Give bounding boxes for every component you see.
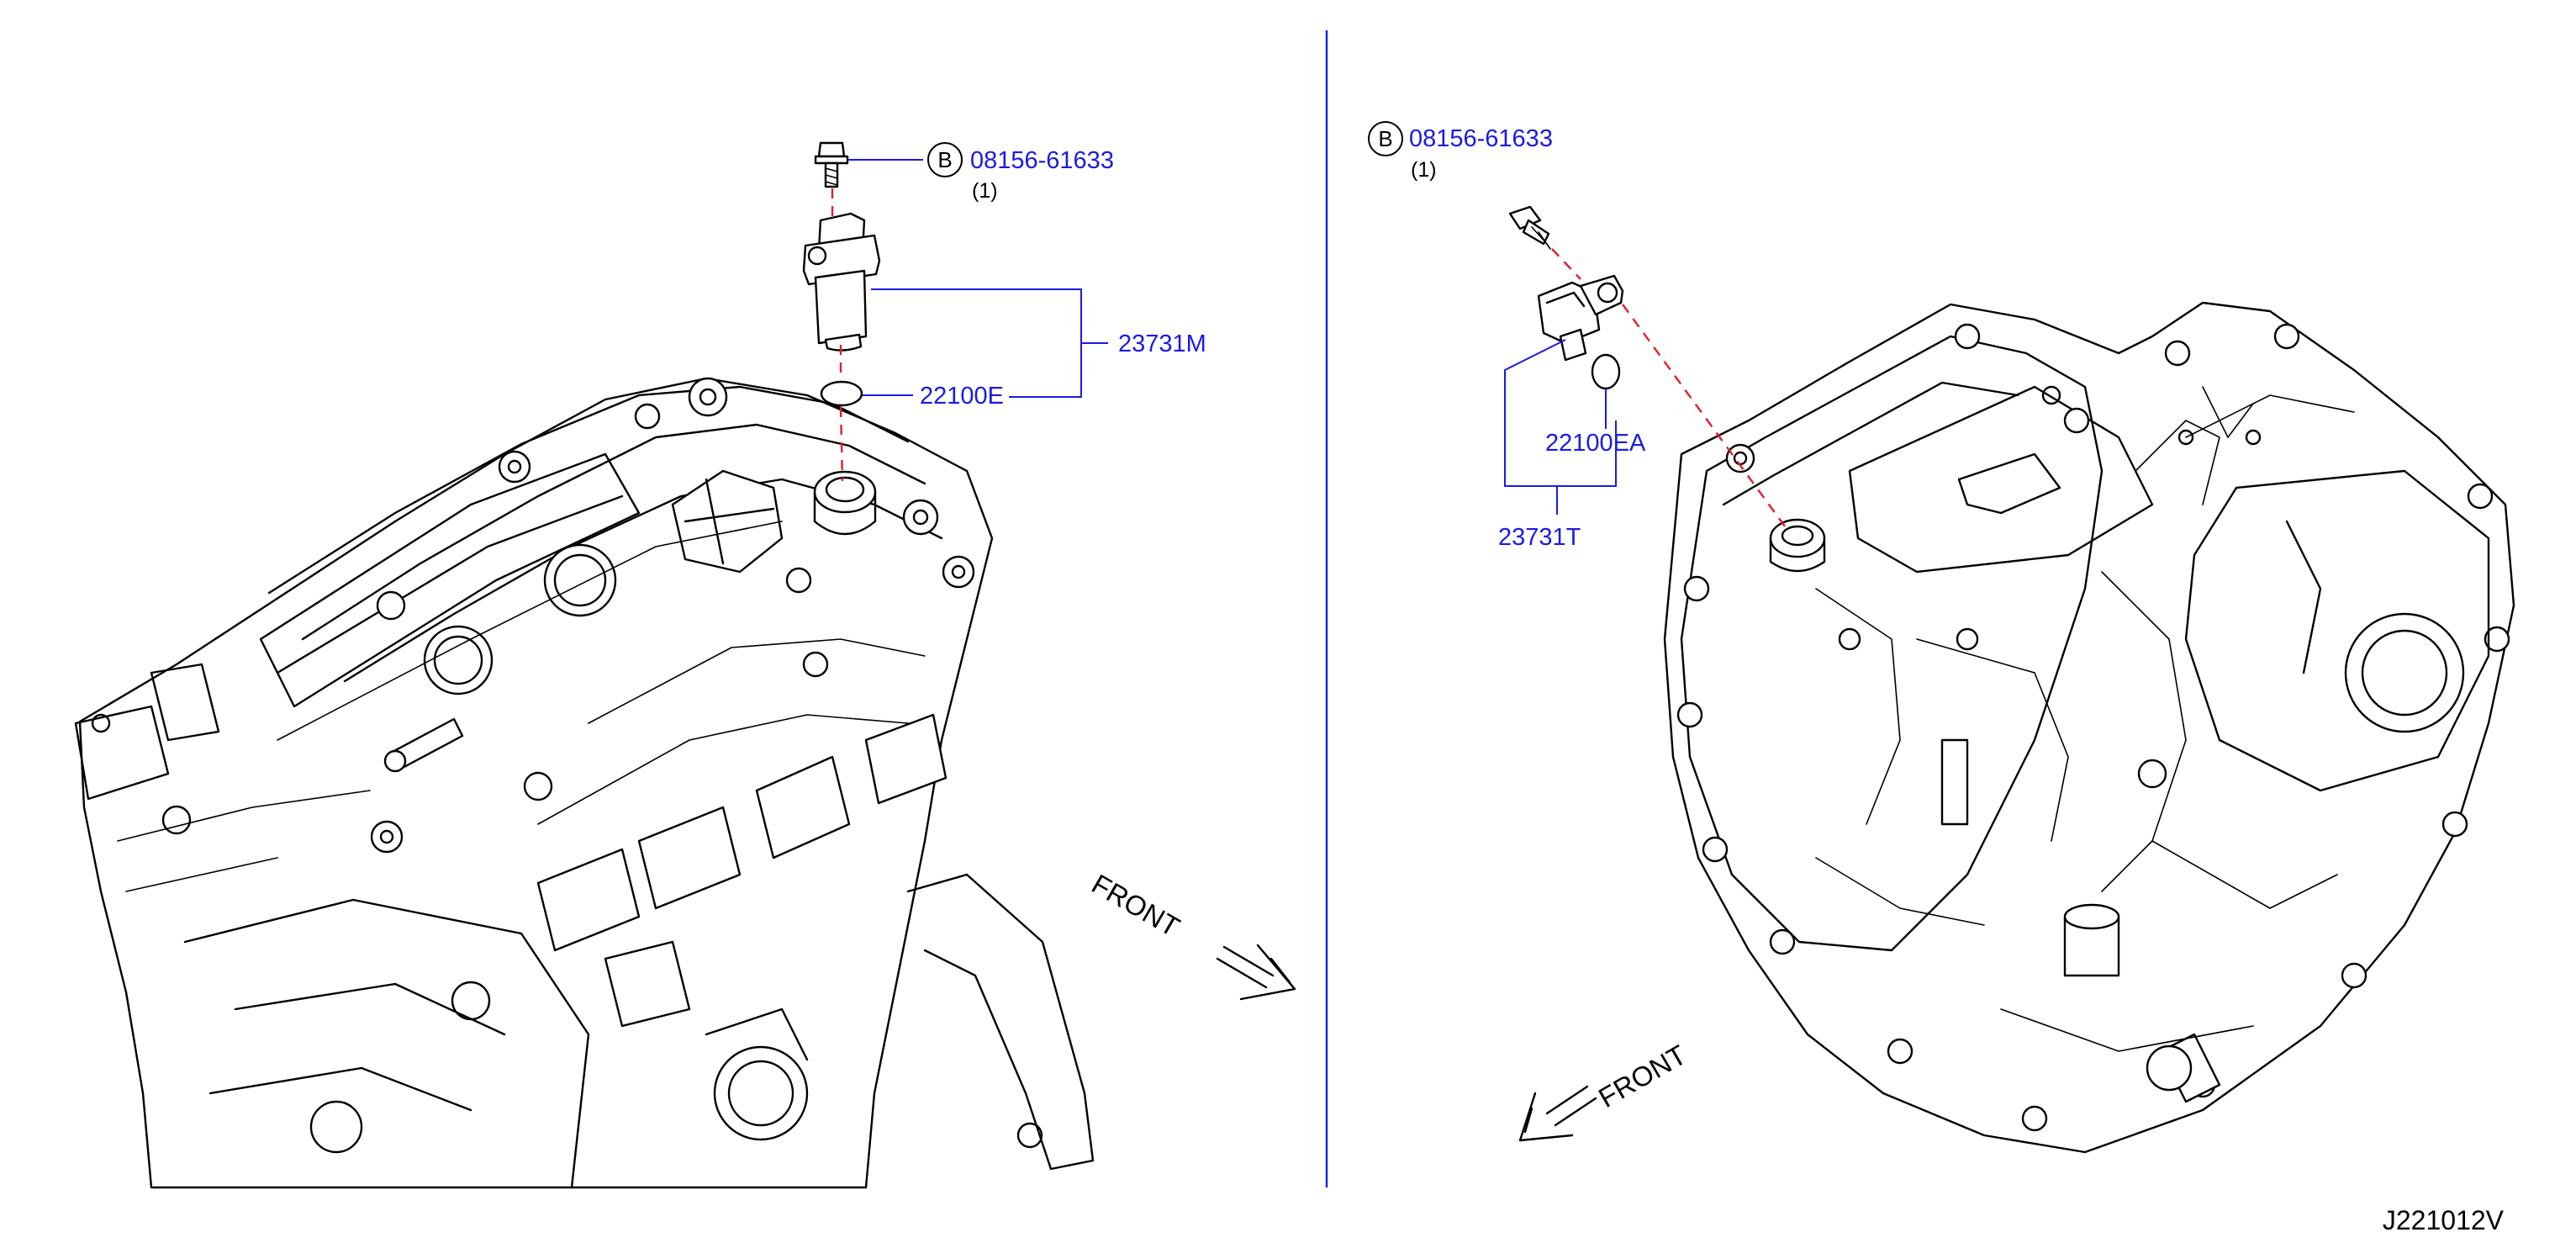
transmission-illustration: [1663, 301, 2515, 1154]
bolt-quantity: (1): [972, 179, 998, 203]
o-ring-part-number: 22100E: [920, 383, 1004, 410]
left-panel: B 08156-61633 (1) 23731M 22100E FRONT: [74, 141, 1296, 1189]
front-direction-indicator: FRONT: [1518, 1039, 1692, 1142]
left-leader-lines: [847, 159, 1108, 398]
right-leader-lines: [1504, 339, 1617, 515]
bolt-marker-badge: B: [937, 147, 952, 172]
sensor-part-number: 23731M: [1118, 331, 1206, 357]
left-bolt-callout: B 08156-61633 (1): [927, 142, 1114, 203]
front-label: FRONT: [1593, 1039, 1692, 1113]
bolt-part-number: 08156-61633: [970, 147, 1114, 174]
front-arrow-icon: [1216, 944, 1296, 1001]
install-path-line: [831, 188, 844, 482]
right-bolt-callout: B 08156-61633 (1): [1368, 121, 1553, 182]
front-arrow-icon: [1518, 1085, 1597, 1142]
sensor-part-number: 23731T: [1498, 524, 1581, 551]
speed-sensor-icon: [1537, 274, 1624, 362]
bolt-quantity: (1): [1411, 158, 1437, 182]
bolt-icon: [1508, 205, 1551, 250]
diagram-id: J221012V: [2383, 1205, 2505, 1235]
bolt-part-number: 08156-61633: [1409, 125, 1553, 152]
speed-sensor-assembly: [1508, 205, 1788, 531]
o-ring-icon: [820, 380, 863, 407]
o-ring-icon: [1591, 353, 1621, 390]
install-path-line: [1551, 248, 1788, 531]
bolt-marker-badge: B: [1378, 126, 1392, 151]
crank-position-sensor-icon: [802, 212, 881, 352]
o-ring-part-number: 22100EA: [1545, 430, 1646, 457]
right-panel: B 08156-61633 (1) 22100EA 23731T FRONT: [1368, 121, 2515, 1154]
front-direction-indicator: FRONT: [1087, 868, 1296, 1001]
bolt-icon: [814, 141, 849, 188]
front-label: FRONT: [1087, 868, 1185, 943]
engine-block-illustration: [74, 377, 1095, 1189]
crank-sensor-assembly: [802, 141, 881, 482]
